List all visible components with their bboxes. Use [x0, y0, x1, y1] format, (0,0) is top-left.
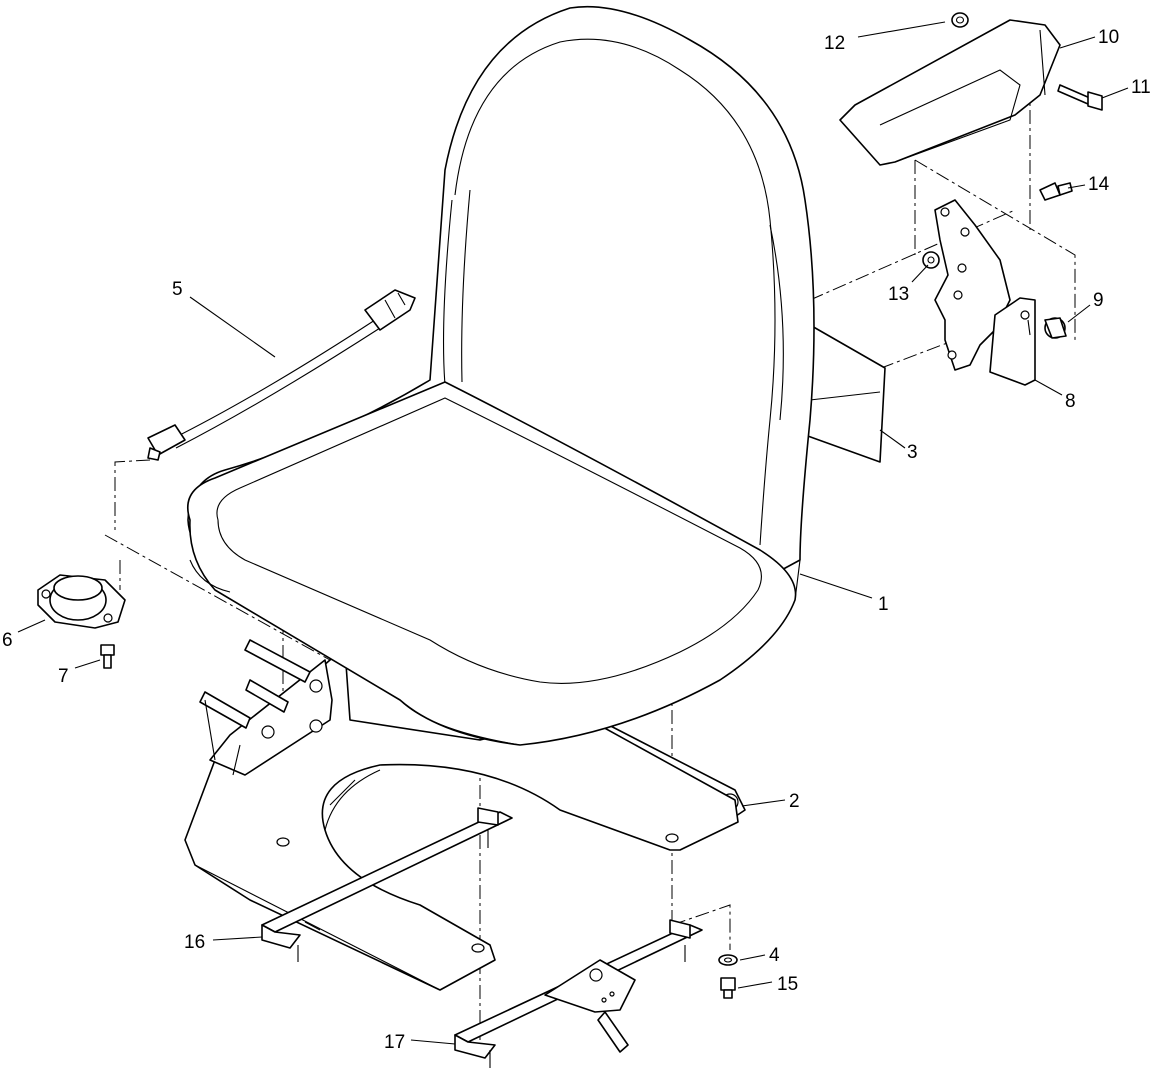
seat: [187, 5, 815, 746]
callout-10: 10: [1098, 27, 1119, 48]
slide-rail-right: [454, 919, 703, 1068]
callout-11: 11: [1131, 77, 1151, 98]
washer-4: [718, 954, 738, 966]
seat-back-panel: [804, 324, 886, 463]
callout-17: 17: [384, 1032, 405, 1053]
callout-1: 1: [878, 594, 889, 615]
callout-3: 3: [907, 442, 918, 463]
callout-2: 2: [789, 791, 800, 812]
wire-harness: [147, 289, 416, 461]
callout-6: 6: [2, 630, 13, 651]
callout-16: 16: [184, 932, 205, 953]
callout-5: 5: [172, 279, 183, 300]
bolt-11: [1057, 84, 1103, 111]
callout-4: 4: [769, 945, 780, 966]
callout-8: 8: [1065, 391, 1076, 412]
screw-7: [100, 644, 115, 669]
callout-14: 14: [1088, 174, 1110, 195]
seat-switch: [37, 574, 126, 629]
leader-lines: [17, 21, 1129, 1045]
nut-12: [951, 12, 969, 28]
spacer-9: [1044, 317, 1067, 339]
callout-15: 15: [777, 974, 798, 995]
screw-15: [720, 977, 736, 999]
callout-13: 13: [888, 284, 909, 305]
callout-9: 9: [1093, 290, 1104, 311]
callout-7: 7: [58, 666, 69, 687]
slide-rail-left: [261, 807, 513, 962]
callout-12: 12: [824, 33, 845, 54]
callout-labels: 1 2 3 4 5 6 7 8 9 10 11 12 13 14 15 16 1…: [2, 27, 1151, 1053]
armrest: [839, 19, 1061, 166]
bolt-14: [1039, 182, 1073, 201]
armrest-bracket: [922, 199, 1011, 371]
